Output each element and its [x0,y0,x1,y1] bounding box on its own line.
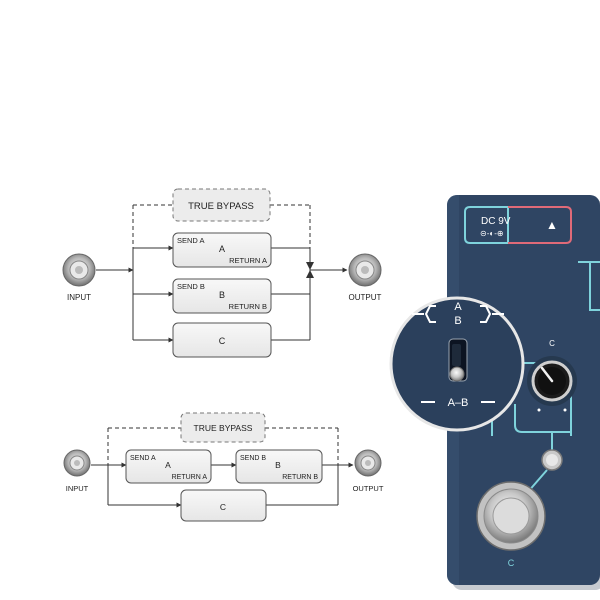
loop-b-send: SEND B [240,455,266,462]
loop-b-return: RETURN B [282,474,318,481]
pedal-enclosure: DC 9V ⊝-◐-⊕ ▲ C [447,195,600,590]
loop-b-name: B [275,460,281,470]
output-jack [348,253,382,287]
svg-text:C: C [219,336,226,346]
loop-a-return: RETURN A [172,474,208,481]
loop-a-return: RETURN A [229,256,267,265]
power-panel: DC 9V ⊝-◐-⊕ ▲ [464,206,572,244]
input-label: INPUT [67,293,91,302]
true-bypass-box: TRUE BYPASS [180,412,266,443]
true-bypass-box: TRUE BYPASS [172,188,271,222]
bypass-lines [107,427,339,465]
knob-panel: C [491,339,577,436]
loop-a-box: SEND A A RETURN A [125,449,212,484]
loop-a-name: A [165,460,171,470]
loop-a-send: SEND A [130,455,156,462]
loop-b-box: SEND B B RETURN B [172,278,272,314]
svg-text:TRUE BYPASS: TRUE BYPASS [188,201,254,212]
loop-b-return: RETURN B [229,302,267,311]
output-label: OUTPUT [353,484,384,493]
status-led [526,432,563,494]
mode-bottom-label: A–B [448,397,469,409]
input-jack [63,449,91,477]
loop-b-name: B [219,290,225,300]
knob-label: C [549,339,555,348]
mode-top-letter-b: B [454,315,461,327]
input-label: INPUT [66,484,89,493]
up-arrow-icon: ▲ [546,218,558,232]
path-c-box: C [172,322,272,358]
power-polarity: ⊝-◐-⊕ [480,229,504,238]
loop-a-name: A [219,244,225,254]
knob-c[interactable] [531,360,573,402]
diagram-top: INPUT OUTPUT [62,188,382,358]
bypass-lines [132,204,311,248]
loop-a-box: SEND A A RETURN A [172,232,272,268]
output-merge-icon [306,262,314,278]
footswitch-label: C [508,558,515,568]
ab-toggle-switch[interactable] [448,338,468,382]
output-label: OUTPUT [349,293,382,302]
diagram-bottom: INPUT OUTPUT TRUE BYPASS [63,412,384,522]
svg-text:TRUE BYPASS: TRUE BYPASS [194,423,253,433]
mode-switch-callout: A B A–B [389,296,525,432]
svg-text:C: C [220,502,226,512]
loop-a-send: SEND A [177,236,205,245]
loop-b-send: SEND B [177,282,205,291]
footswitch-c[interactable] [476,481,546,551]
power-label: DC 9V [481,216,511,227]
output-jack [354,449,382,477]
loop-b-box: SEND B B RETURN B [235,449,323,484]
edge-graphic [589,262,600,311]
path-c-box: C [180,489,267,522]
mode-top-letter-a: A [454,301,462,313]
input-jack [62,253,96,287]
